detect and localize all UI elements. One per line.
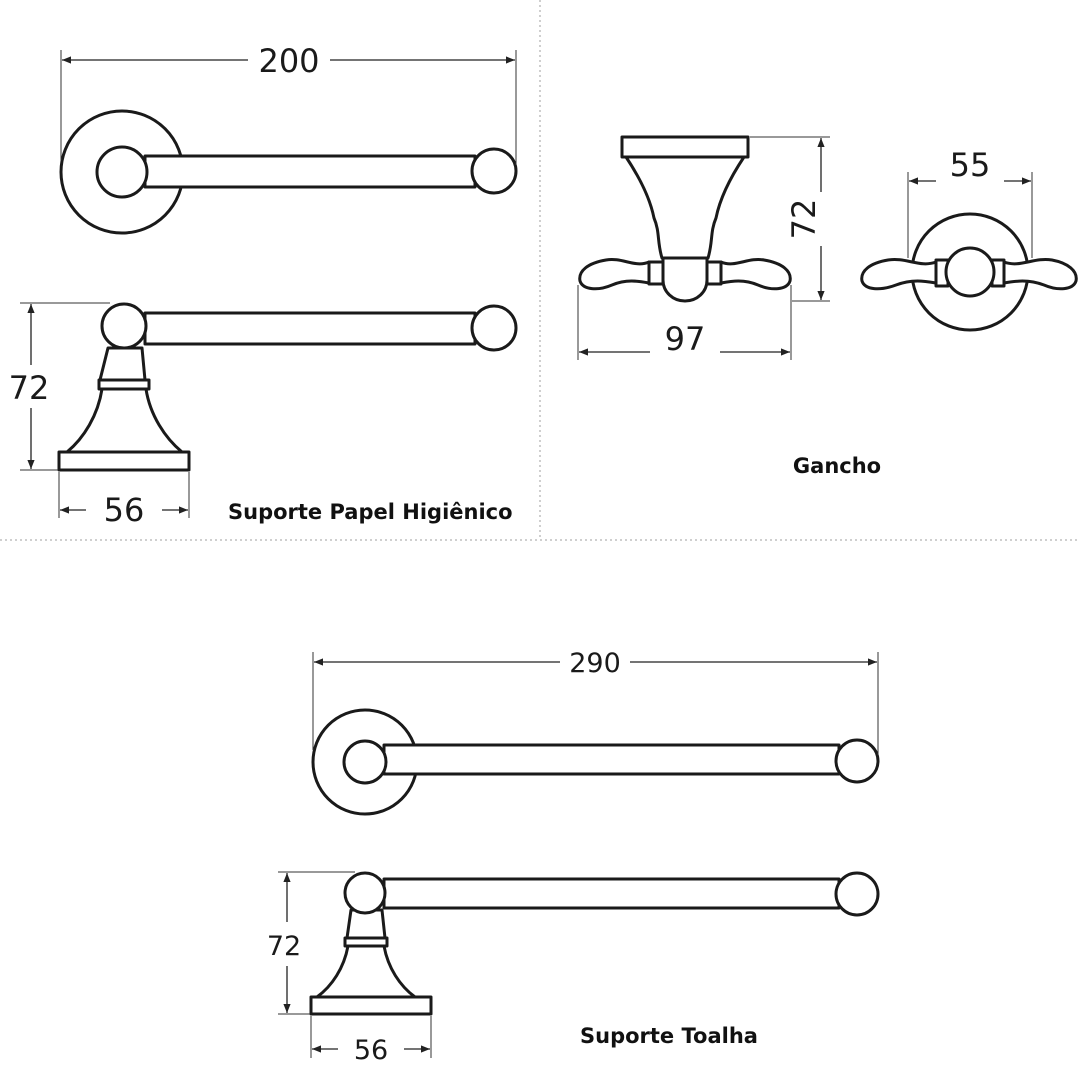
- hook-dim-label-72: 72: [785, 199, 823, 240]
- towel-dimension-base: 56: [310, 1016, 432, 1066]
- hook-dimension-depth: 55: [907, 146, 1033, 258]
- towel-dim-label-56: 56: [354, 1035, 388, 1066]
- towel-dim-label-72: 72: [267, 931, 301, 962]
- towel-holder-side-view: [309, 871, 880, 1016]
- towel-dim-label-290: 290: [569, 648, 621, 679]
- toilet-paper-holder-top-view: [59, 109, 518, 235]
- caption-toilet-paper-holder: Suporte Papel Higiênico: [228, 500, 513, 524]
- dim-label-72: 72: [9, 369, 50, 407]
- caption-towel-holder: Suporte Toalha: [580, 1024, 758, 1048]
- hook-dimension-height: 72: [750, 136, 830, 302]
- toilet-paper-holder-side-view: [57, 302, 518, 472]
- hook-dim-label-97: 97: [665, 320, 706, 358]
- dimension-height: 72: [9, 302, 110, 471]
- dimension-base: 56: [58, 472, 190, 529]
- dimension-length: 200: [60, 42, 517, 165]
- hook-dimension-width: 97: [577, 285, 792, 360]
- caption-hook: Gancho: [793, 454, 881, 478]
- hook-front-view: [578, 135, 792, 303]
- dim-label-200: 200: [258, 42, 319, 80]
- hook-side-view: [860, 212, 1078, 332]
- dim-label-56: 56: [104, 491, 145, 529]
- towel-holder-drawing: 290 72 56 Suporte Toalha: [267, 648, 880, 1066]
- towel-dimension-height: 72: [267, 871, 355, 1015]
- toilet-paper-holder-drawing: 200 72 56 Suporte Papel Higiênico: [9, 42, 518, 529]
- hook-drawing: 72 97 55 Gancho: [577, 135, 1078, 478]
- hook-dim-label-55: 55: [950, 146, 991, 184]
- towel-holder-top-view: [311, 708, 880, 816]
- towel-dimension-length: 290: [312, 648, 879, 755]
